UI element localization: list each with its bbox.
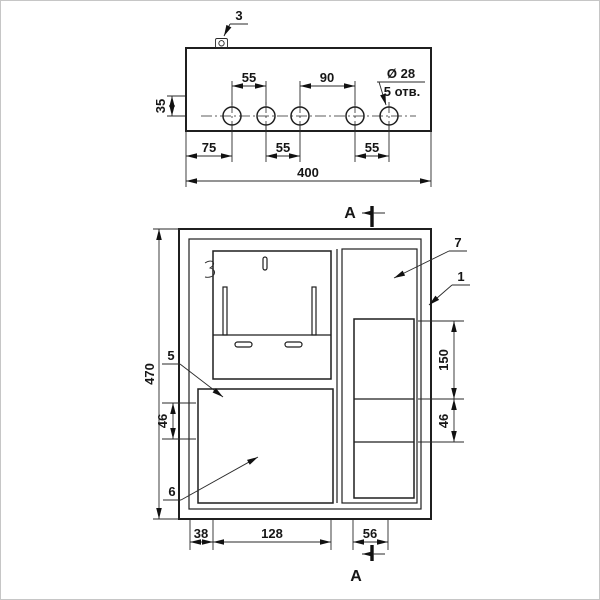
dim-55-bottom-right: 55 (354, 126, 390, 162)
cabinet-outer-frame (178, 228, 432, 520)
hole-note: Ø 28 5 отв. (377, 66, 425, 106)
mounting-hole-5 (379, 106, 399, 126)
callout-5-label: 5 (167, 348, 174, 363)
dim-46-right-label: 46 (436, 414, 451, 428)
dim-46-right: 46 (418, 399, 464, 443)
hook-symbol (204, 260, 216, 278)
meter-bottom-slot-1 (234, 341, 253, 348)
mounting-hole-3 (290, 106, 310, 126)
cable-clamp-symbol (215, 38, 228, 49)
dim-55-bottom-mid: 55 (265, 126, 301, 162)
meter-bottom-slot-2 (284, 341, 303, 348)
meter-right-slot (311, 286, 317, 336)
callout-1: 1 (428, 269, 470, 306)
dim-38-label: 38 (194, 526, 208, 541)
dim-400: 400 (186, 132, 432, 187)
dim-90-top-label: 90 (320, 70, 334, 85)
section-label-bottom: A (350, 568, 362, 585)
dim-128: 128 (213, 520, 332, 550)
section-label-top: A (344, 205, 356, 222)
mounting-hole-2 (256, 106, 276, 126)
dim-150-label: 150 (436, 349, 451, 371)
dim-55-top: 55 (231, 70, 267, 105)
dim-55-top-label: 55 (242, 70, 256, 85)
dim-55-mid-label: 55 (276, 140, 290, 155)
dim-75: 75 (185, 126, 233, 187)
dim-400-label: 400 (297, 165, 319, 180)
callout-5: 5 (162, 348, 224, 398)
dim-56-label: 56 (363, 526, 377, 541)
meter-left-slot (222, 286, 228, 336)
meter-top-slot (262, 256, 268, 271)
meter-window (212, 250, 332, 380)
dim-75-label: 75 (202, 140, 216, 155)
callout-7: 7 (393, 235, 467, 279)
callout-6: 6 (163, 456, 259, 501)
section-marker-top: A (344, 205, 385, 227)
callout-6-label: 6 (168, 484, 175, 499)
front-view: A A 7 1 5 6 (142, 205, 470, 585)
callout-3-label: 3 (235, 8, 242, 23)
callout-7-label: 7 (454, 235, 461, 250)
dim-128-label: 128 (261, 526, 283, 541)
hole-diameter-label: Ø 28 (387, 66, 415, 81)
dim-46-left: 46 (155, 402, 196, 440)
dim-55-right-label: 55 (365, 140, 379, 155)
hole-count-label: 5 отв. (384, 84, 420, 99)
dim-470: 470 (142, 228, 178, 520)
top-plate-outline (185, 47, 432, 132)
section-marker-bottom: A (350, 545, 385, 585)
dim-470-label: 470 (142, 363, 157, 385)
mounting-hole-1 (222, 106, 242, 126)
cabinet-inner-frame (188, 238, 422, 510)
callout-1-label: 1 (457, 269, 464, 284)
dim-56: 56 (352, 520, 389, 550)
mounting-hole-4 (345, 106, 365, 126)
dim-150-right: 150 (418, 320, 464, 400)
right-compartment (341, 248, 418, 504)
top-view: 3 55 90 35 Ø 28 5 отв. (153, 8, 432, 187)
dim-35: 35 (153, 95, 185, 117)
dim-38: 38 (189, 520, 214, 550)
lower-compartment (197, 388, 334, 504)
dim-46-left-label: 46 (155, 414, 170, 428)
callout-3: 3 (223, 8, 248, 37)
dim-35-label: 35 (153, 99, 168, 113)
din-box (353, 318, 415, 499)
dim-90-top: 90 (299, 70, 356, 105)
